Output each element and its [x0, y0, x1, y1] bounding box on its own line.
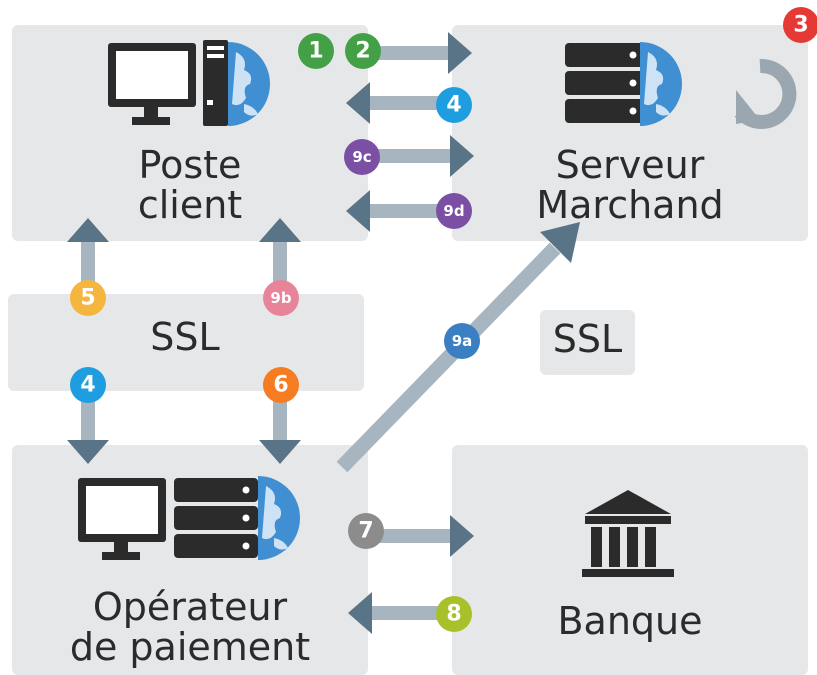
step-badge-b3: 3	[783, 7, 817, 43]
arrow-9b	[259, 218, 301, 294]
step-badge-circle	[783, 7, 817, 43]
step-badge-b7: 7	[348, 513, 384, 549]
step-badge-b9a: 9a	[444, 323, 480, 359]
step-badge-circle	[436, 596, 472, 632]
arrow-5	[67, 218, 109, 294]
globe-icon	[258, 476, 300, 560]
step-badge-b2: 2	[345, 33, 381, 69]
step-badge-b8: 8	[436, 596, 472, 632]
globe-icon	[640, 42, 682, 126]
ssl-left-box	[8, 294, 364, 391]
bank-label: Banque	[557, 599, 703, 643]
arrow-9a	[336, 222, 580, 473]
step-badge-b9b: 9b	[263, 280, 299, 316]
arrow-4-down	[67, 390, 109, 464]
arrow-9d	[346, 190, 450, 232]
step-badge-circle	[444, 323, 480, 359]
step-badge-label: 9a	[452, 332, 473, 350]
monitor-icon	[108, 43, 196, 125]
step-badge-b4a: 4	[436, 87, 472, 123]
step-badge-circle	[263, 367, 299, 403]
step-badge-label: 6	[273, 373, 288, 398]
step-badge-circle	[344, 139, 380, 175]
step-badge-label: 4	[446, 93, 461, 118]
step-badge-b5: 5	[70, 280, 106, 316]
arrow-9c	[368, 135, 474, 177]
operator-label: Opérateur de paiement	[69, 585, 311, 669]
step-badge-label: 9c	[352, 148, 371, 166]
step-badge-circle	[70, 280, 106, 316]
arrow-6	[259, 390, 301, 464]
step-badge-label: 7	[358, 519, 373, 544]
ssl-right-label: SSL	[552, 317, 623, 361]
step-badge-circle	[70, 367, 106, 403]
step-badge-circle	[263, 280, 299, 316]
step-badge-label: 9d	[443, 202, 464, 220]
step-badge-label: 4	[80, 373, 95, 398]
arrow-8	[348, 592, 456, 634]
step-badge-label: 3	[793, 13, 808, 38]
step-badge-b9c: 9c	[344, 139, 380, 175]
monitor-icon	[78, 478, 166, 560]
step-badge-b6: 6	[263, 367, 299, 403]
bank-icon	[582, 490, 674, 577]
step-badge-circle	[345, 33, 381, 69]
refresh-icon	[734, 58, 797, 129]
step-badge-label: 2	[355, 39, 370, 64]
server-icon	[174, 478, 258, 558]
client-label: Poste client	[137, 143, 243, 227]
step-badge-label: 9b	[270, 289, 291, 307]
step-badge-b9d: 9d	[436, 193, 472, 229]
merchant-label: Serveur Marchand	[536, 143, 724, 227]
arrow-4-back	[346, 82, 456, 124]
step-badge-b4b: 4	[70, 367, 106, 403]
step-badge-b1: 1	[298, 33, 334, 69]
ssl-right-box	[540, 310, 635, 375]
arrow-1-2	[365, 32, 472, 74]
step-badge-circle	[348, 513, 384, 549]
step-badge-circle	[436, 193, 472, 229]
step-badge-circle	[436, 87, 472, 123]
step-badge-label: 8	[446, 602, 461, 627]
ssl-left-label: SSL	[150, 315, 220, 359]
arrow-7	[366, 515, 474, 557]
step-badge-label: 1	[308, 39, 323, 64]
tower-icon	[203, 40, 228, 126]
step-badge-circle	[298, 33, 334, 69]
step-badge-label: 5	[80, 286, 95, 311]
server-icon	[565, 43, 645, 123]
step-badges: 1 2 3 4 4 5 6 7 8 9a 9b 9c 9d	[70, 7, 817, 632]
globe-icon	[228, 42, 270, 126]
